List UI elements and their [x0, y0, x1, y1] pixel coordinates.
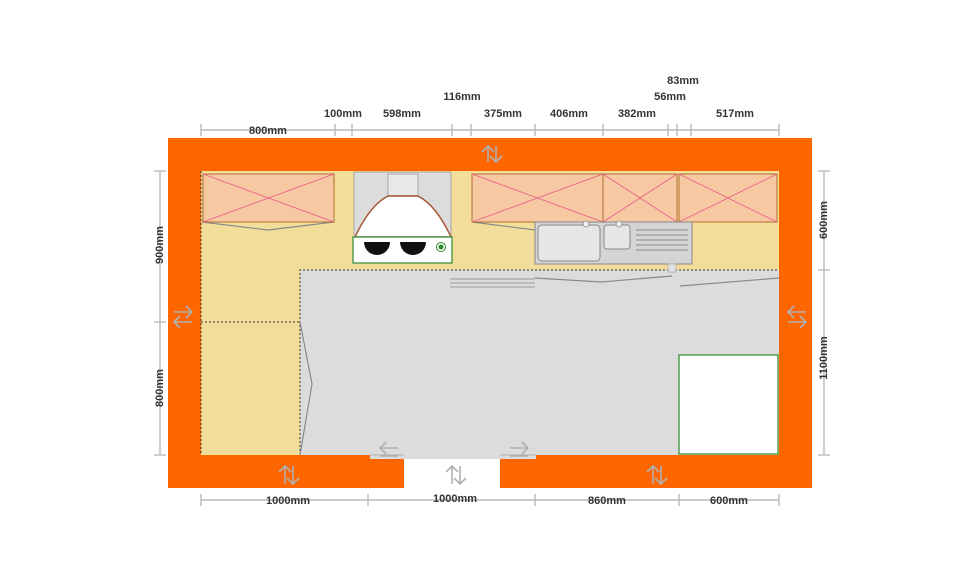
- dim-top-9: 83mm: [667, 75, 699, 87]
- dim-left-2: 800mm: [154, 369, 166, 407]
- wall-arrow-icon: [172, 144, 808, 486]
- dim-bottom-4: 600mm: [710, 495, 748, 507]
- dim-top-3: 598mm: [383, 108, 421, 120]
- dim-top-2: 100mm: [324, 108, 362, 120]
- dim-right-1: 600mm: [818, 201, 830, 239]
- dim-top-10: 517mm: [716, 108, 754, 120]
- bottom-dimension-line: [200, 494, 780, 506]
- dim-top-8: 56mm: [654, 91, 686, 103]
- base-cabinet-swings: [201, 221, 780, 456]
- top-dimension-line: [200, 124, 780, 136]
- appliance-fridge[interactable]: [678, 354, 779, 455]
- door-threshold: [370, 455, 536, 459]
- wall-cabinets[interactable]: [202, 173, 778, 223]
- dim-right-2: 1100mm: [818, 336, 830, 380]
- cooker-hood-icon[interactable]: [353, 171, 453, 239]
- dim-top-7: 382mm: [618, 108, 656, 120]
- double-sink-icon[interactable]: [534, 220, 693, 265]
- dim-top-4: 116mm: [443, 91, 481, 103]
- left-dimension-line: [154, 170, 166, 456]
- dim-bottom-2: 1000mm: [433, 493, 477, 505]
- hob-icon[interactable]: [352, 236, 453, 264]
- right-dimension-line: [818, 170, 830, 456]
- dim-left-1: 900mm: [154, 226, 166, 264]
- dim-bottom-1: 1000mm: [266, 495, 310, 507]
- dim-bottom-3: 860mm: [588, 495, 626, 507]
- dim-top-1: 800mm: [249, 125, 287, 137]
- dim-top-6: 406mm: [550, 108, 588, 120]
- dim-top-5: 375mm: [484, 108, 522, 120]
